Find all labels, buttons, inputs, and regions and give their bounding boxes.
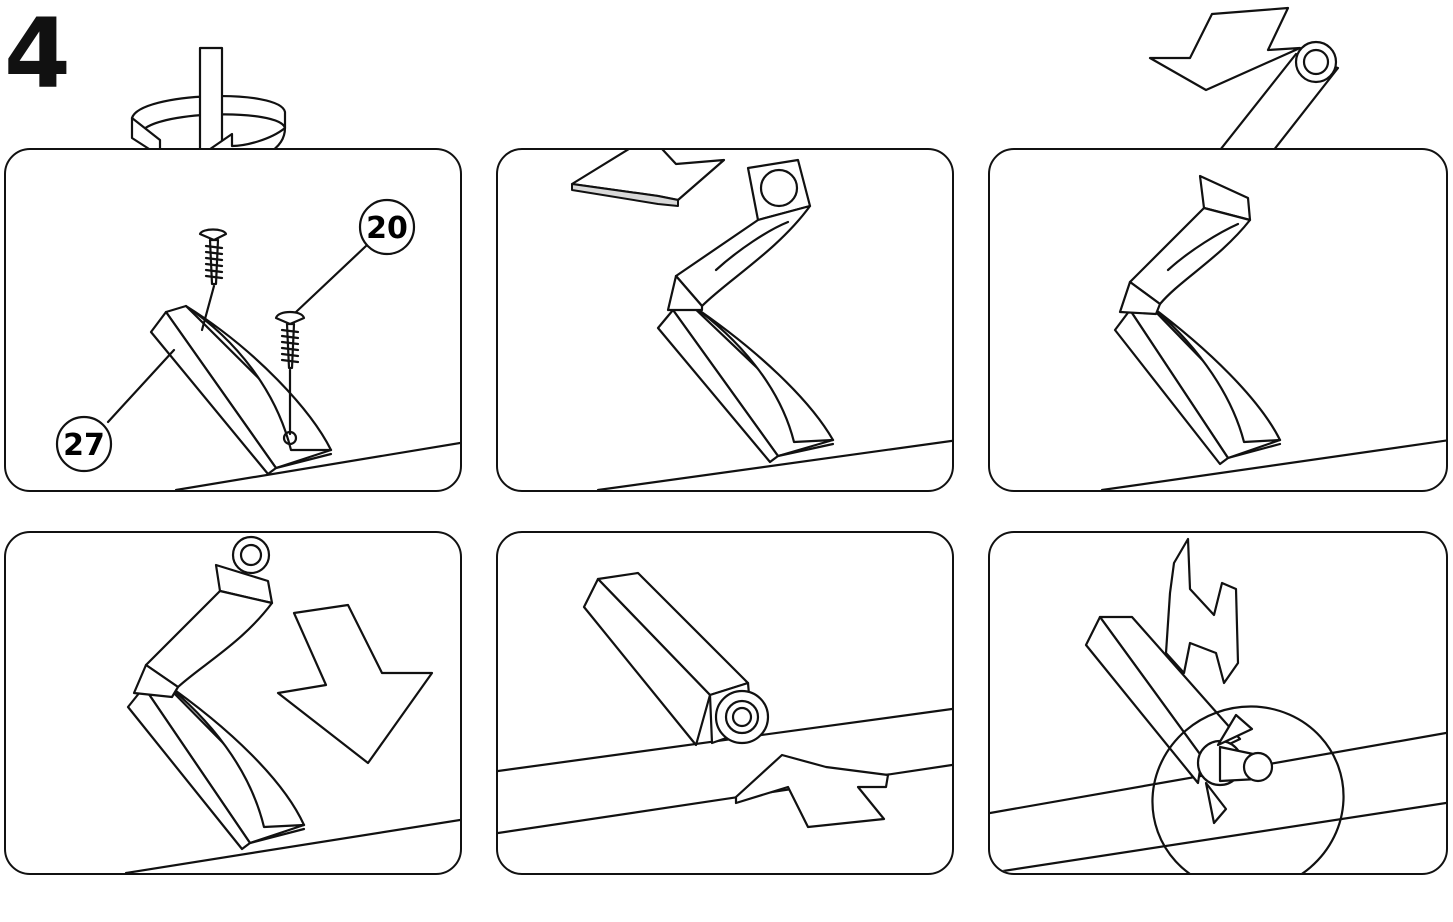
panel-3: [988, 148, 1448, 492]
latch-body: [134, 537, 272, 697]
callout-20-label: 20: [366, 211, 408, 246]
catch-body: [151, 306, 331, 474]
catch-body: [658, 304, 833, 462]
latch-body: [584, 573, 768, 745]
catch-body: [1115, 304, 1280, 464]
callout-27-label: 27: [63, 428, 105, 463]
latch-body: [1120, 176, 1250, 314]
panel-1: 20 27: [4, 148, 462, 492]
arrow-icon-panel4: [278, 605, 432, 763]
panel-4: [4, 531, 462, 875]
callout-20: 20: [360, 200, 414, 254]
double-arrow-icon: [1166, 539, 1238, 683]
arrow-icon-panel5: [736, 755, 888, 827]
screw-icon-1: [200, 230, 226, 331]
callout-27: 27: [57, 417, 111, 471]
panel-5: [496, 531, 954, 875]
catch-body: [128, 681, 304, 849]
panel-2: [496, 148, 954, 492]
panel-6: [988, 531, 1448, 875]
arrow-icon-panel2: [572, 150, 724, 206]
